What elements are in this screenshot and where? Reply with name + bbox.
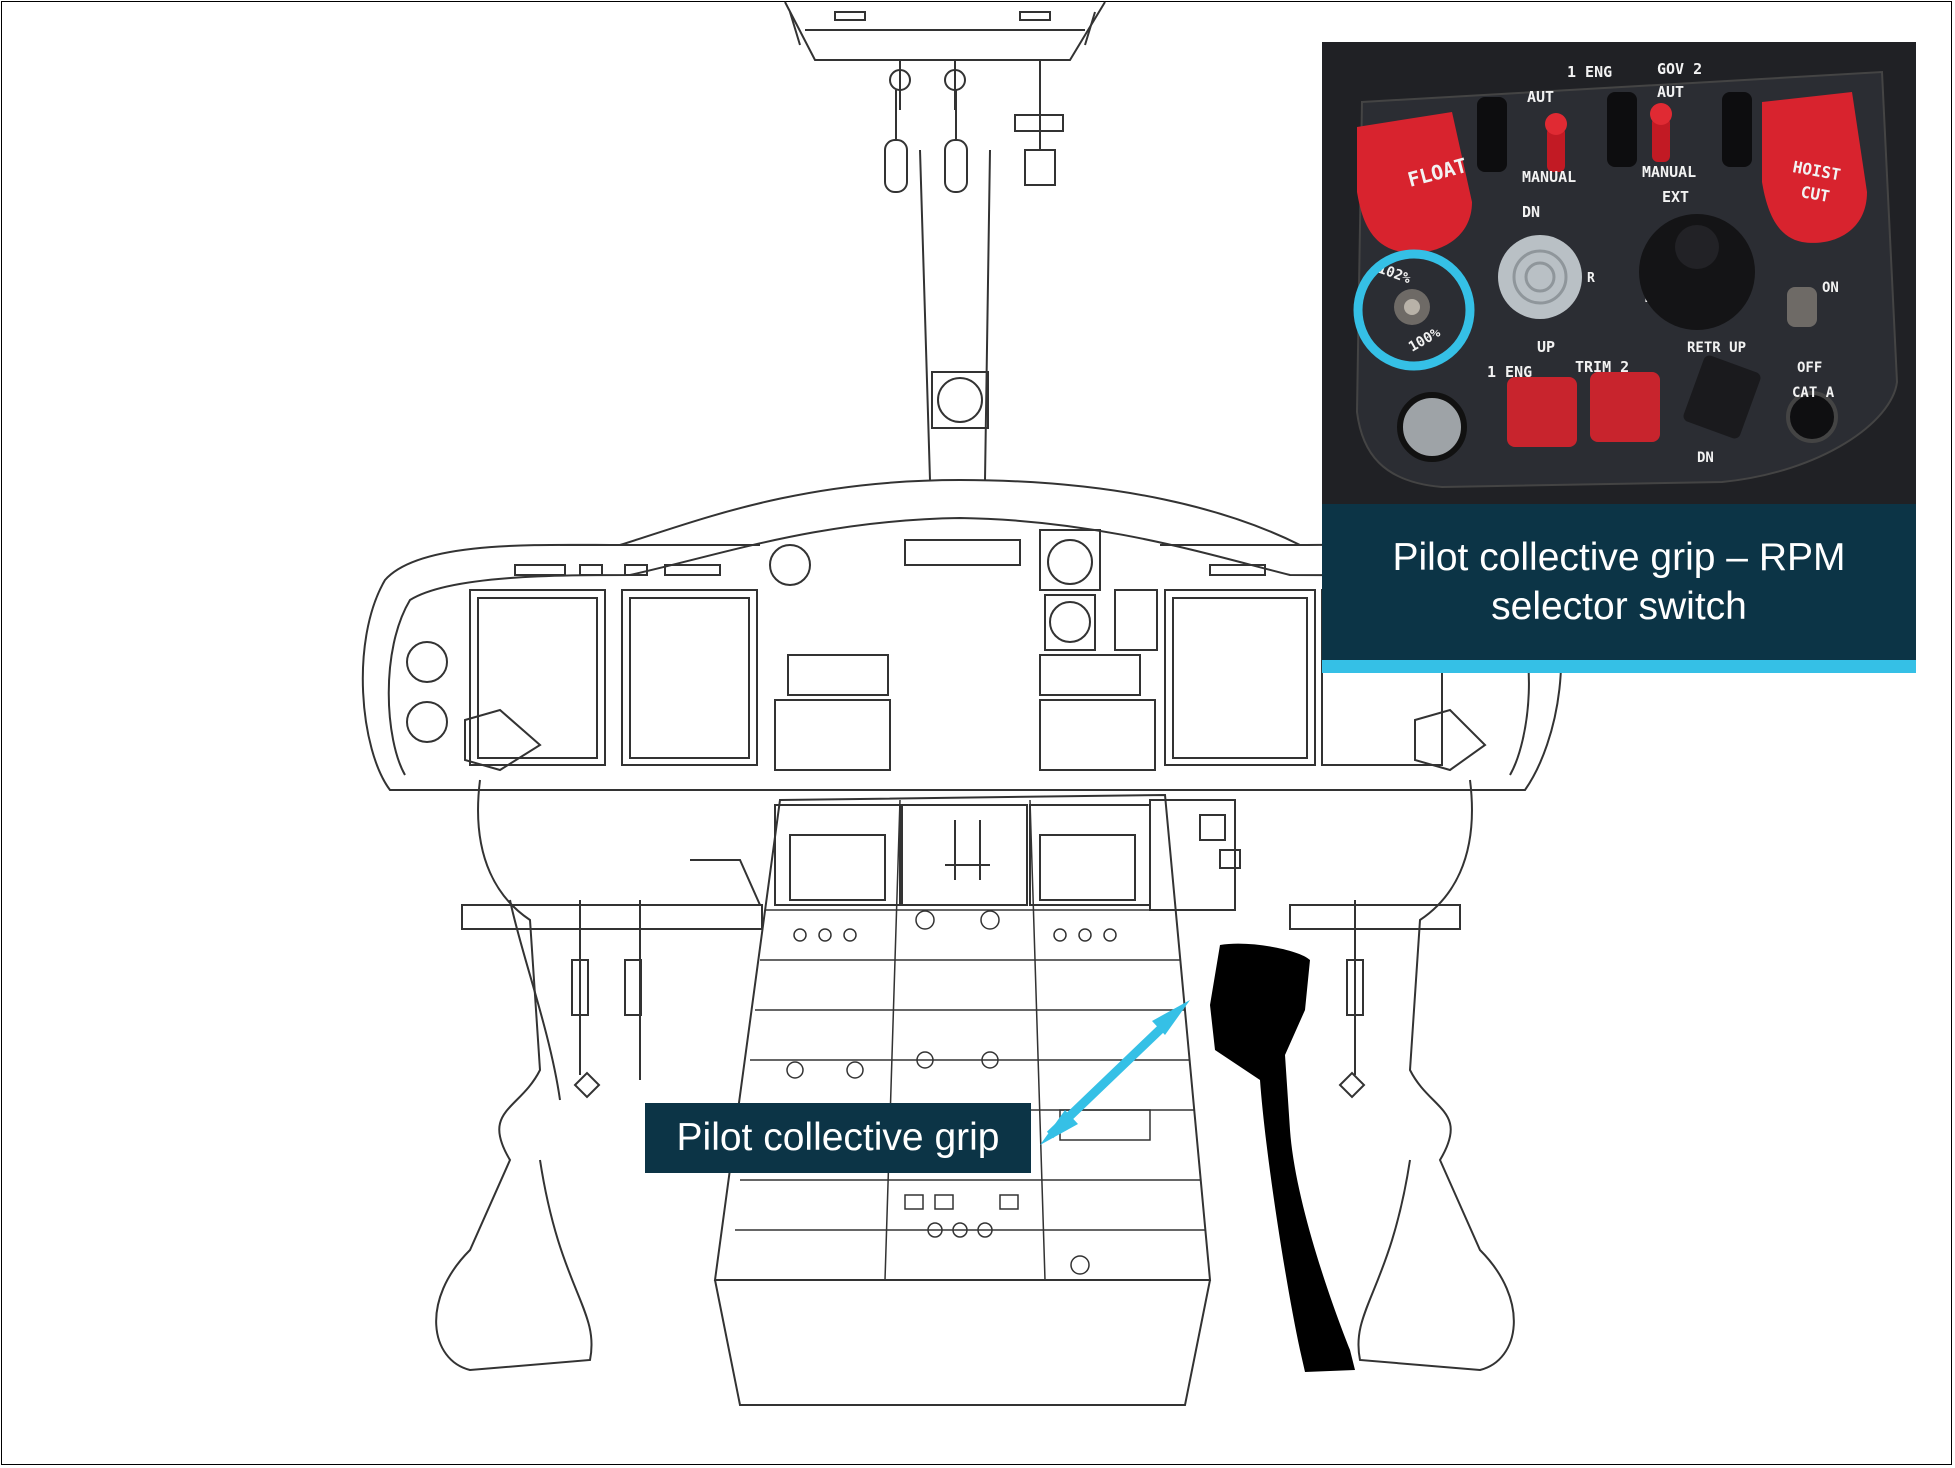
svg-text:R: R [1587, 271, 1595, 286]
collective-lever [1210, 943, 1355, 1372]
svg-text:1 ENG: 1 ENG [1487, 363, 1532, 381]
svg-text:GOV 2: GOV 2 [1657, 60, 1702, 78]
svg-text:EXT: EXT [1662, 188, 1689, 206]
left-pedal [435, 708, 763, 1372]
svg-text:OFF: OFF [1797, 360, 1822, 376]
svg-text:AUT: AUT [1527, 88, 1554, 106]
instrument-displays [469, 589, 1443, 771]
overhead-console [784, 1, 1106, 193]
pilot-collective-grip-label: Pilot collective grip [645, 1103, 1031, 1173]
inset-caption: Pilot collective grip – RPM selector swi… [1322, 504, 1916, 660]
svg-text:AUT: AUT [1657, 83, 1684, 101]
svg-text:ON: ON [1822, 280, 1839, 296]
caption-accent-bar [1322, 660, 1916, 673]
svg-text:DN: DN [1697, 450, 1714, 466]
collective-grip-photo: FLOAT HOIST CUT 1 ENG GOV 2 AUT AUT MANU… [1322, 42, 1916, 509]
svg-text:TRIM 2: TRIM 2 [1575, 358, 1629, 376]
svg-text:CUT: CUT [1799, 182, 1831, 206]
svg-text:CAT A: CAT A [1792, 385, 1835, 401]
rpm-switch-highlight [1353, 249, 1475, 371]
svg-text:1 ENG: 1 ENG [1567, 63, 1612, 81]
inset-caption-line-2: selector switch [1491, 585, 1747, 628]
svg-text:MANUAL: MANUAL [1522, 168, 1576, 186]
svg-text:DN: DN [1522, 203, 1540, 221]
svg-text:UP: UP [1537, 338, 1555, 356]
inset-caption-line-1: Pilot collective grip – RPM [1392, 536, 1846, 579]
callout-arrow [1040, 1000, 1190, 1145]
centre-pedestal [713, 793, 1241, 1406]
centre-post [919, 149, 991, 481]
right-pedal [1289, 708, 1515, 1372]
svg-text:RETR UP: RETR UP [1687, 340, 1746, 356]
svg-text:MANUAL: MANUAL [1642, 163, 1696, 181]
